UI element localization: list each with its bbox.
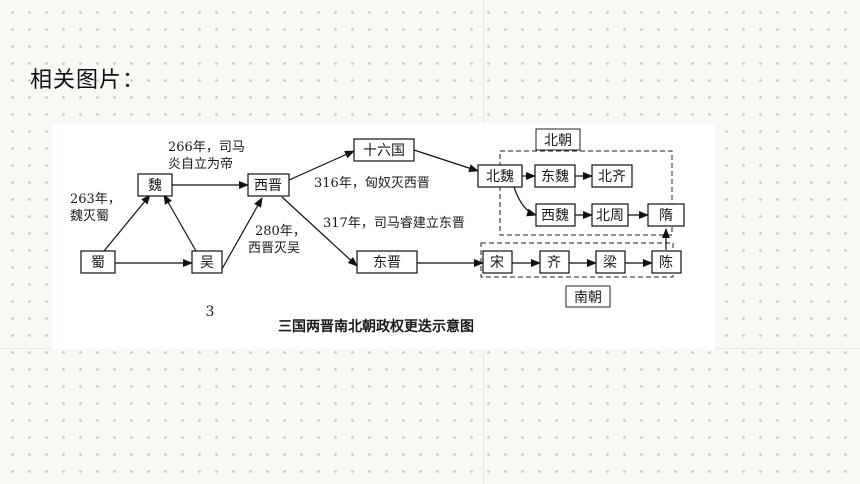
beichao-group-box <box>499 150 673 236</box>
annotation-266-line2: 炎自立为帝 <box>168 156 233 172</box>
nanchao-label: 南朝 <box>574 290 602 306</box>
node-beiwei-label: 北魏 <box>486 169 514 185</box>
annotation-280-line2: 西晋灭吴 <box>248 241 300 256</box>
node-xiwei-box <box>535 203 576 227</box>
node-shu-box <box>80 250 116 274</box>
annotation-280-line1: 280年， <box>255 224 306 239</box>
arrow-shu-wei <box>103 194 151 252</box>
node-wei-box <box>137 173 173 197</box>
regime-succession-diagram: 北朝 南朝 <box>52 123 715 349</box>
arrow-xijin-shiliuguo <box>288 150 355 181</box>
annotation-263-line1: 263年， <box>70 192 121 207</box>
node-wu-box <box>191 250 223 274</box>
diagram-canvas: 北朝 南朝 <box>70 128 685 335</box>
arrow-shiliuguo-beiwei <box>413 149 479 172</box>
annotation-266-line1: 266年，司马 <box>168 140 245 155</box>
node-song-box <box>482 250 513 274</box>
node-shiliuguo-label: 十六国 <box>363 143 405 159</box>
node-xijin-label: 西晋 <box>254 178 282 194</box>
figure-number: 3 <box>206 304 215 320</box>
node-dongwei-label: 东魏 <box>541 169 569 185</box>
node-liang-box <box>595 250 626 274</box>
node-shiliuguo-box <box>353 138 415 162</box>
node-dongjin-box <box>356 250 418 274</box>
node-sui-label: 隋 <box>659 208 673 224</box>
node-dongwei-box <box>534 164 576 188</box>
node-xijin-box <box>247 173 290 197</box>
node-song-label: 宋 <box>490 255 504 271</box>
beichao-label: 北朝 <box>544 133 572 149</box>
node-wu-label: 吴 <box>200 255 214 271</box>
annotation-316: 316年，匈奴灭西晋 <box>314 175 430 191</box>
node-beizhou-label: 北周 <box>596 208 624 224</box>
node-xiwei-label: 西魏 <box>541 208 569 224</box>
arrow-wu-wei <box>163 194 197 252</box>
arrow-beiwei-xiwei <box>513 186 537 217</box>
node-chen-box <box>651 250 682 274</box>
node-qi-box <box>539 250 570 274</box>
annotation-317: 317年，司马睿建立东晋 <box>323 216 465 231</box>
page-heading: 相关图片： <box>30 68 146 93</box>
arrow-xijin-dongjin <box>281 196 358 267</box>
node-chen-label: 陈 <box>659 254 673 271</box>
node-beizhou-box <box>591 203 629 227</box>
annotation-263-line2: 魏灭蜀 <box>70 209 109 224</box>
node-beiqi-box <box>591 164 633 188</box>
node-beiqi-label: 北齐 <box>598 169 626 185</box>
node-qi-label: 齐 <box>547 255 561 271</box>
node-liang-label: 梁 <box>603 255 617 271</box>
node-beiwei-box <box>477 164 523 188</box>
node-wei-label: 魏 <box>148 178 162 194</box>
arrow-wu-xijin <box>221 197 263 270</box>
node-sui-box <box>647 203 685 227</box>
node-dongjin-label: 东晋 <box>373 255 401 271</box>
node-shu-label: 蜀 <box>91 255 105 271</box>
beichao-label-box <box>535 128 581 151</box>
diagram-caption: 三国两晋南北朝政权更迭示意图 <box>278 318 474 335</box>
nanchao-label-box <box>565 285 611 308</box>
